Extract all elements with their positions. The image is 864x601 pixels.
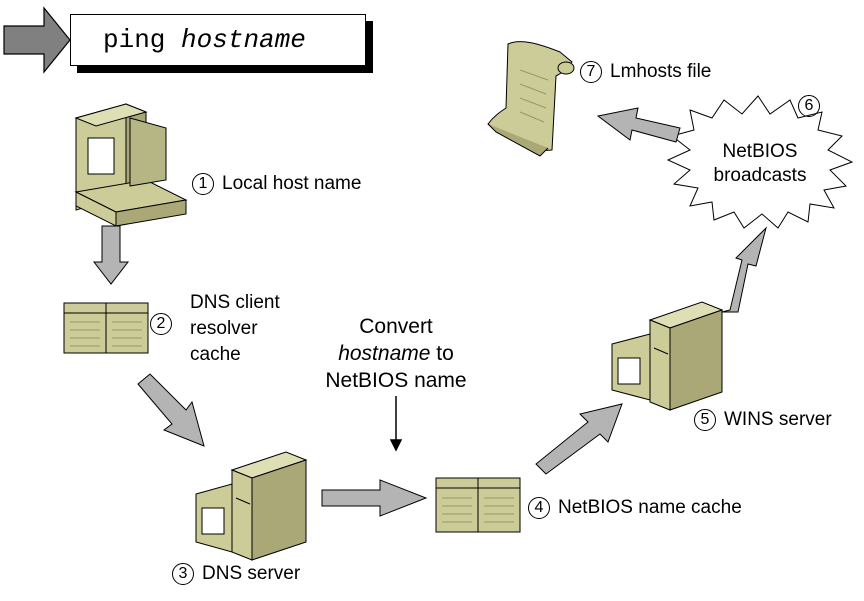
step-2-label: DNS client resolver cache bbox=[190, 292, 280, 365]
step-6-number: 6 bbox=[798, 94, 820, 117]
local-host-computer-icon bbox=[74, 103, 188, 227]
step-6-label: NetBIOS broadcasts bbox=[713, 141, 807, 186]
step-2-number: 2 bbox=[150, 312, 172, 335]
lmhosts-scroll-icon bbox=[487, 41, 575, 157]
broadcast-starburst-icon bbox=[666, 95, 854, 229]
arrow-6-to-7 bbox=[596, 107, 681, 143]
step-6-number-wrap: 6 bbox=[798, 94, 828, 118]
arrow-3-to-4 bbox=[321, 479, 428, 517]
wins-server-icon bbox=[611, 301, 724, 411]
dns-server-icon bbox=[195, 451, 308, 561]
command-box: ping hostname bbox=[70, 14, 366, 66]
pointer-arrow bbox=[3, 6, 71, 74]
netbios-cache-table-icon bbox=[435, 477, 521, 533]
step-4-number: 4 bbox=[528, 496, 550, 519]
arrow-1-to-2 bbox=[92, 225, 130, 285]
convert-note: Convert hostname to NetBIOS name bbox=[325, 315, 467, 392]
arrow-2-to-3 bbox=[137, 373, 205, 447]
step-1-number: 1 bbox=[192, 172, 214, 195]
step-5-number: 5 bbox=[694, 408, 716, 431]
command-text: ping hostname bbox=[103, 25, 306, 55]
step-3-number: 3 bbox=[172, 562, 194, 585]
dns-client-cache-table-icon bbox=[63, 302, 149, 354]
arrow-4-to-5 bbox=[535, 403, 623, 475]
step-2-number-wrap: 2 bbox=[150, 312, 180, 336]
step-7-number: 7 bbox=[580, 60, 602, 83]
convert-pointer-arrow bbox=[389, 396, 403, 452]
arrow-5-to-6 bbox=[721, 226, 767, 313]
